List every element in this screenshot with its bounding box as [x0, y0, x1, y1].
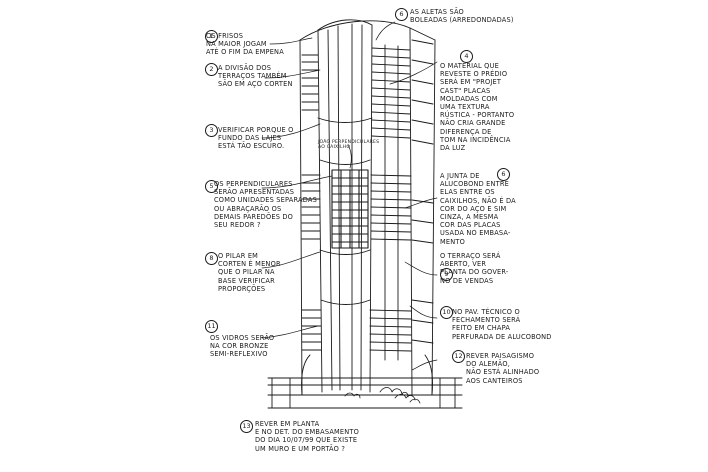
annotation-number-2: 2 — [205, 63, 218, 76]
annotation-11: OS VIDROS SERÃO NA COR BRONZE SEMI-REFLE… — [210, 334, 275, 359]
annotation-number-5: 5 — [205, 180, 218, 193]
annotation-6: A JUNTA DE ALUCOBOND ENTRE ELAS ENTRE OS… — [440, 172, 516, 246]
annotation-13: REVER EM PLANTA E NO DET. DO EMBASAMENTO… — [255, 420, 360, 453]
building-base — [267, 354, 463, 409]
landscaping-scribbles — [344, 387, 421, 404]
annotation-number-10: 10 — [440, 306, 453, 319]
annotation-10: NO PAV. TÉCNICO O FECHAMENTO SERÁ FEITO … — [452, 308, 552, 341]
balcony-block — [331, 169, 369, 249]
right-window-grid — [369, 39, 434, 361]
annotation-number-3: 3 — [205, 124, 218, 137]
annotation-inner: JOÃO PERPENDICULARES AO CAIXILHO — [318, 140, 380, 151]
annotation-number-6: 6 — [497, 168, 510, 181]
annotation-number-12: 12 — [452, 350, 465, 363]
annotation-number-11: 11 — [205, 320, 218, 333]
annotation-3: VERIFICAR PORQUE O FUNDO DAS LAJES ESTÁ … — [218, 126, 294, 151]
annotation-top: AS ALETAS SÃO BOLEADAS (ARREDONDADAS) — [410, 8, 514, 25]
leader-lines — [261, 21, 438, 371]
annotation-number-4: 4 — [460, 50, 473, 63]
tower-right-edge — [431, 39, 436, 396]
annotation-1: OS FRISOS NA MAIOR JOGAM ATÉ O FIM DA EM… — [206, 32, 284, 57]
annotation-12: REVER PAISAGISMO DO ALEMÃO, NÃO ESTÁ ALI… — [466, 352, 540, 385]
annotation-4: O MATERIAL QUE REVESTE O PRÉDIO SERÁ EM … — [440, 62, 515, 153]
tower-right-inner-edge — [409, 27, 413, 396]
tower-left-edge — [299, 39, 303, 396]
annotation-5: OS PERPENDICULARES SERÃO APRESENTADAS CO… — [214, 180, 317, 230]
annotation-number-top: 6 — [395, 8, 408, 21]
annotation-2: A DIVISÃO DOS TERRAÇOS TAMBÉM SÃO EM AÇO… — [218, 64, 293, 89]
annotation-8: O PILAR EM CORTEN É MENOR QUE O PILAR NA… — [218, 252, 281, 293]
annotation-9: O TERRAÇO SERÁ ABERTO, VER PLANTA DO GOV… — [440, 252, 509, 285]
annotation-number-9: 9 — [440, 268, 453, 281]
annotation-number-1: 1 — [205, 30, 218, 43]
annotation-number-8: 8 — [205, 252, 218, 265]
annotation-number-13: 13 — [240, 420, 253, 433]
